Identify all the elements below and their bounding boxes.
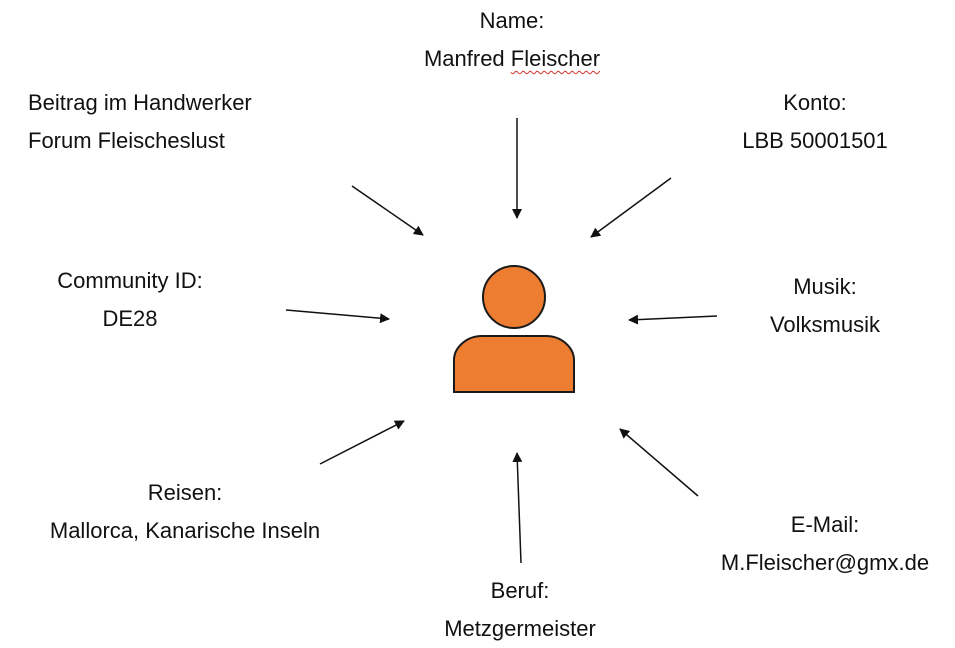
label-name-title: Name: (479, 8, 545, 33)
label-email-title: E-Mail: (790, 512, 860, 537)
label-musik-value: Volksmusik (769, 312, 881, 337)
label-community: Community ID: DE28 (20, 262, 240, 338)
person-icon (453, 265, 575, 393)
label-forum-line2: Forum Fleischeslust (28, 128, 225, 153)
label-reisen-title: Reisen: (147, 480, 223, 505)
arrow-reisen (319, 420, 405, 465)
label-konto-value: LBB 50001501 (742, 128, 888, 153)
spellcheck-marked-word: Fleischer (510, 46, 601, 71)
arrow-beruf (512, 452, 523, 564)
label-name: Name: Manfred Fleischer (392, 2, 632, 78)
arrow-musik (628, 314, 718, 325)
label-musik-title: Musik: (793, 274, 857, 299)
label-musik: Musik: Volksmusik (740, 268, 910, 344)
arrow-konto (590, 177, 672, 238)
arrow-email (619, 428, 699, 497)
label-beruf-title: Beruf: (490, 578, 550, 603)
person-body (453, 335, 575, 393)
label-forum: Beitrag im Handwerker Forum Fleischeslus… (28, 84, 328, 160)
label-konto: Konto: LBB 50001501 (710, 84, 920, 160)
label-community-title: Community ID: (57, 268, 203, 293)
label-name-value: Manfred Fleischer (423, 46, 601, 71)
label-community-value: DE28 (102, 306, 158, 331)
arrow-community (285, 309, 390, 324)
label-forum-line1: Beitrag im Handwerker (28, 90, 252, 115)
label-beruf: Beruf: Metzgermeister (400, 572, 640, 648)
arrow-forum (351, 185, 424, 236)
label-beruf-value: Metzgermeister (444, 616, 596, 641)
label-reisen: Reisen: Mallorca, Kanarische Inseln (10, 474, 360, 550)
person-head (482, 265, 546, 329)
label-email: E-Mail: M.Fleischer@gmx.de (700, 506, 950, 582)
label-konto-title: Konto: (783, 90, 847, 115)
label-reisen-value: Mallorca, Kanarische Inseln (49, 518, 321, 543)
label-email-value: M.Fleischer@gmx.de (720, 550, 930, 575)
